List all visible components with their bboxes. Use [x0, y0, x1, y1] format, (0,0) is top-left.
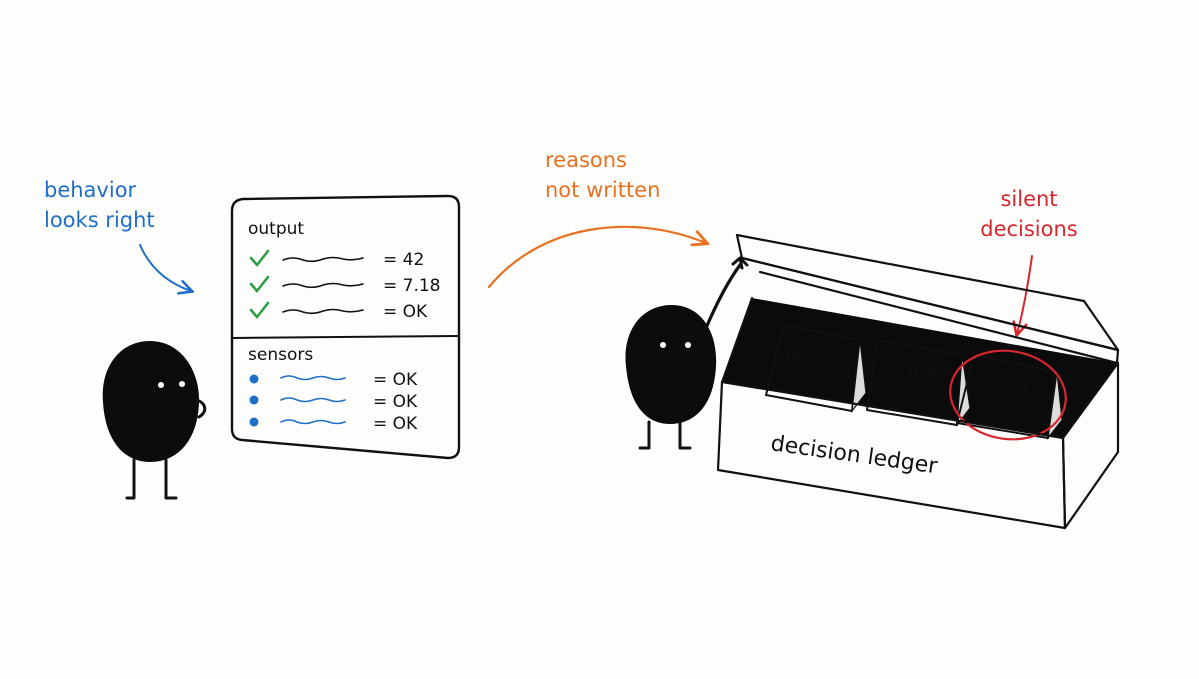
- dot-icon: [249, 417, 259, 427]
- card-label-line1: shared: [888, 360, 938, 383]
- dot-icon: [249, 374, 259, 384]
- output-title: output: [248, 219, 304, 239]
- card-label-line1: silent: [990, 374, 1031, 396]
- silent-annotation: silent decisions: [980, 187, 1078, 241]
- right-character: [625, 256, 749, 450]
- status-panel: output sensors = 42 = 7.18 = OK = OK =: [230, 194, 461, 460]
- dot-icon: [249, 395, 259, 405]
- sensor-value: = OK: [373, 392, 418, 412]
- silent-arrow-icon: [1017, 255, 1033, 334]
- output-row: = OK: [249, 301, 428, 322]
- sensor-value: = OK: [373, 370, 418, 390]
- reasons-annotation-line1: reasons: [545, 148, 627, 172]
- decision-ledger-box: guessed rule shared shortcut silent fall…: [716, 233, 1120, 530]
- output-value: = 42: [383, 250, 424, 270]
- card-label-line2: rule: [797, 366, 827, 386]
- output-value: = 7.18: [383, 276, 441, 296]
- check-icon: [249, 301, 270, 320]
- check-icon: [249, 249, 270, 268]
- reasons-annotation-line2: not written: [545, 178, 660, 202]
- circle-highlight: [949, 349, 1067, 441]
- behavior-annotation: behavior looks right: [44, 178, 155, 232]
- sensor-row: = OK: [249, 392, 418, 412]
- sensor-row: = OK: [249, 414, 418, 434]
- left-character: [102, 341, 207, 500]
- sensor-value: = OK: [373, 414, 418, 434]
- output-row: = 42: [249, 249, 424, 270]
- sensor-row: = OK: [249, 370, 418, 390]
- output-value: = OK: [383, 302, 428, 322]
- behavior-annotation-line2: looks right: [44, 208, 155, 232]
- reasons-arrow-icon: [487, 225, 706, 289]
- behavior-arrow-icon: [139, 244, 191, 291]
- reasons-annotation: reasons not written: [545, 148, 660, 202]
- check-icon: [249, 275, 270, 294]
- behavior-annotation-line1: behavior: [44, 178, 137, 202]
- output-row: = 7.18: [249, 275, 441, 296]
- silent-annotation-line1: silent: [1000, 187, 1057, 211]
- silent-annotation-line2: decisions: [980, 217, 1078, 241]
- box-label: decision ledger: [769, 431, 940, 479]
- sensors-title: sensors: [248, 345, 313, 365]
